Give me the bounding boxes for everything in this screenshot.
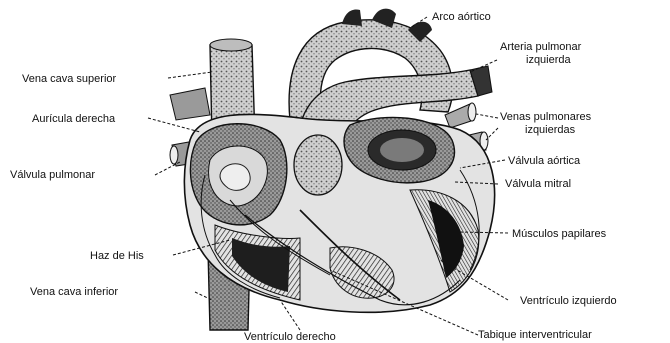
label-valvula-aortica: Válvula aórtica xyxy=(508,155,581,167)
label-ventriculo-izquierdo: Ventrículo izquierdo xyxy=(520,295,617,307)
label-tabique-interventricular: Tabique interventricular xyxy=(478,329,592,341)
label-vena-cava-superior: Vena cava superior xyxy=(22,73,117,85)
label-ventriculo-derecho: Ventrículo derecho xyxy=(244,331,336,343)
label-arteria-pulmonar-2: izquierda xyxy=(526,54,572,66)
label-haz-de-his: Haz de His xyxy=(90,250,144,262)
label-valvula-pulmonar: Válvula pulmonar xyxy=(10,169,95,181)
label-valvula-mitral: Válvula mitral xyxy=(505,178,571,190)
label-venas-pulmonares-1: Venas pulmonares xyxy=(500,111,592,123)
label-auricula-derecha: Aurícula derecha xyxy=(32,113,116,125)
label-vena-cava-inferior: Vena cava inferior xyxy=(30,286,118,298)
label-venas-pulmonares-2: izquierdas xyxy=(525,124,576,136)
label-musculos-papilares: Músculos papilares xyxy=(512,228,607,240)
aortic-valve-shape xyxy=(294,135,342,195)
label-arteria-pulmonar-1: Arteria pulmonar xyxy=(500,41,582,53)
label-arco-aortico: Arco aórtico xyxy=(432,11,491,23)
